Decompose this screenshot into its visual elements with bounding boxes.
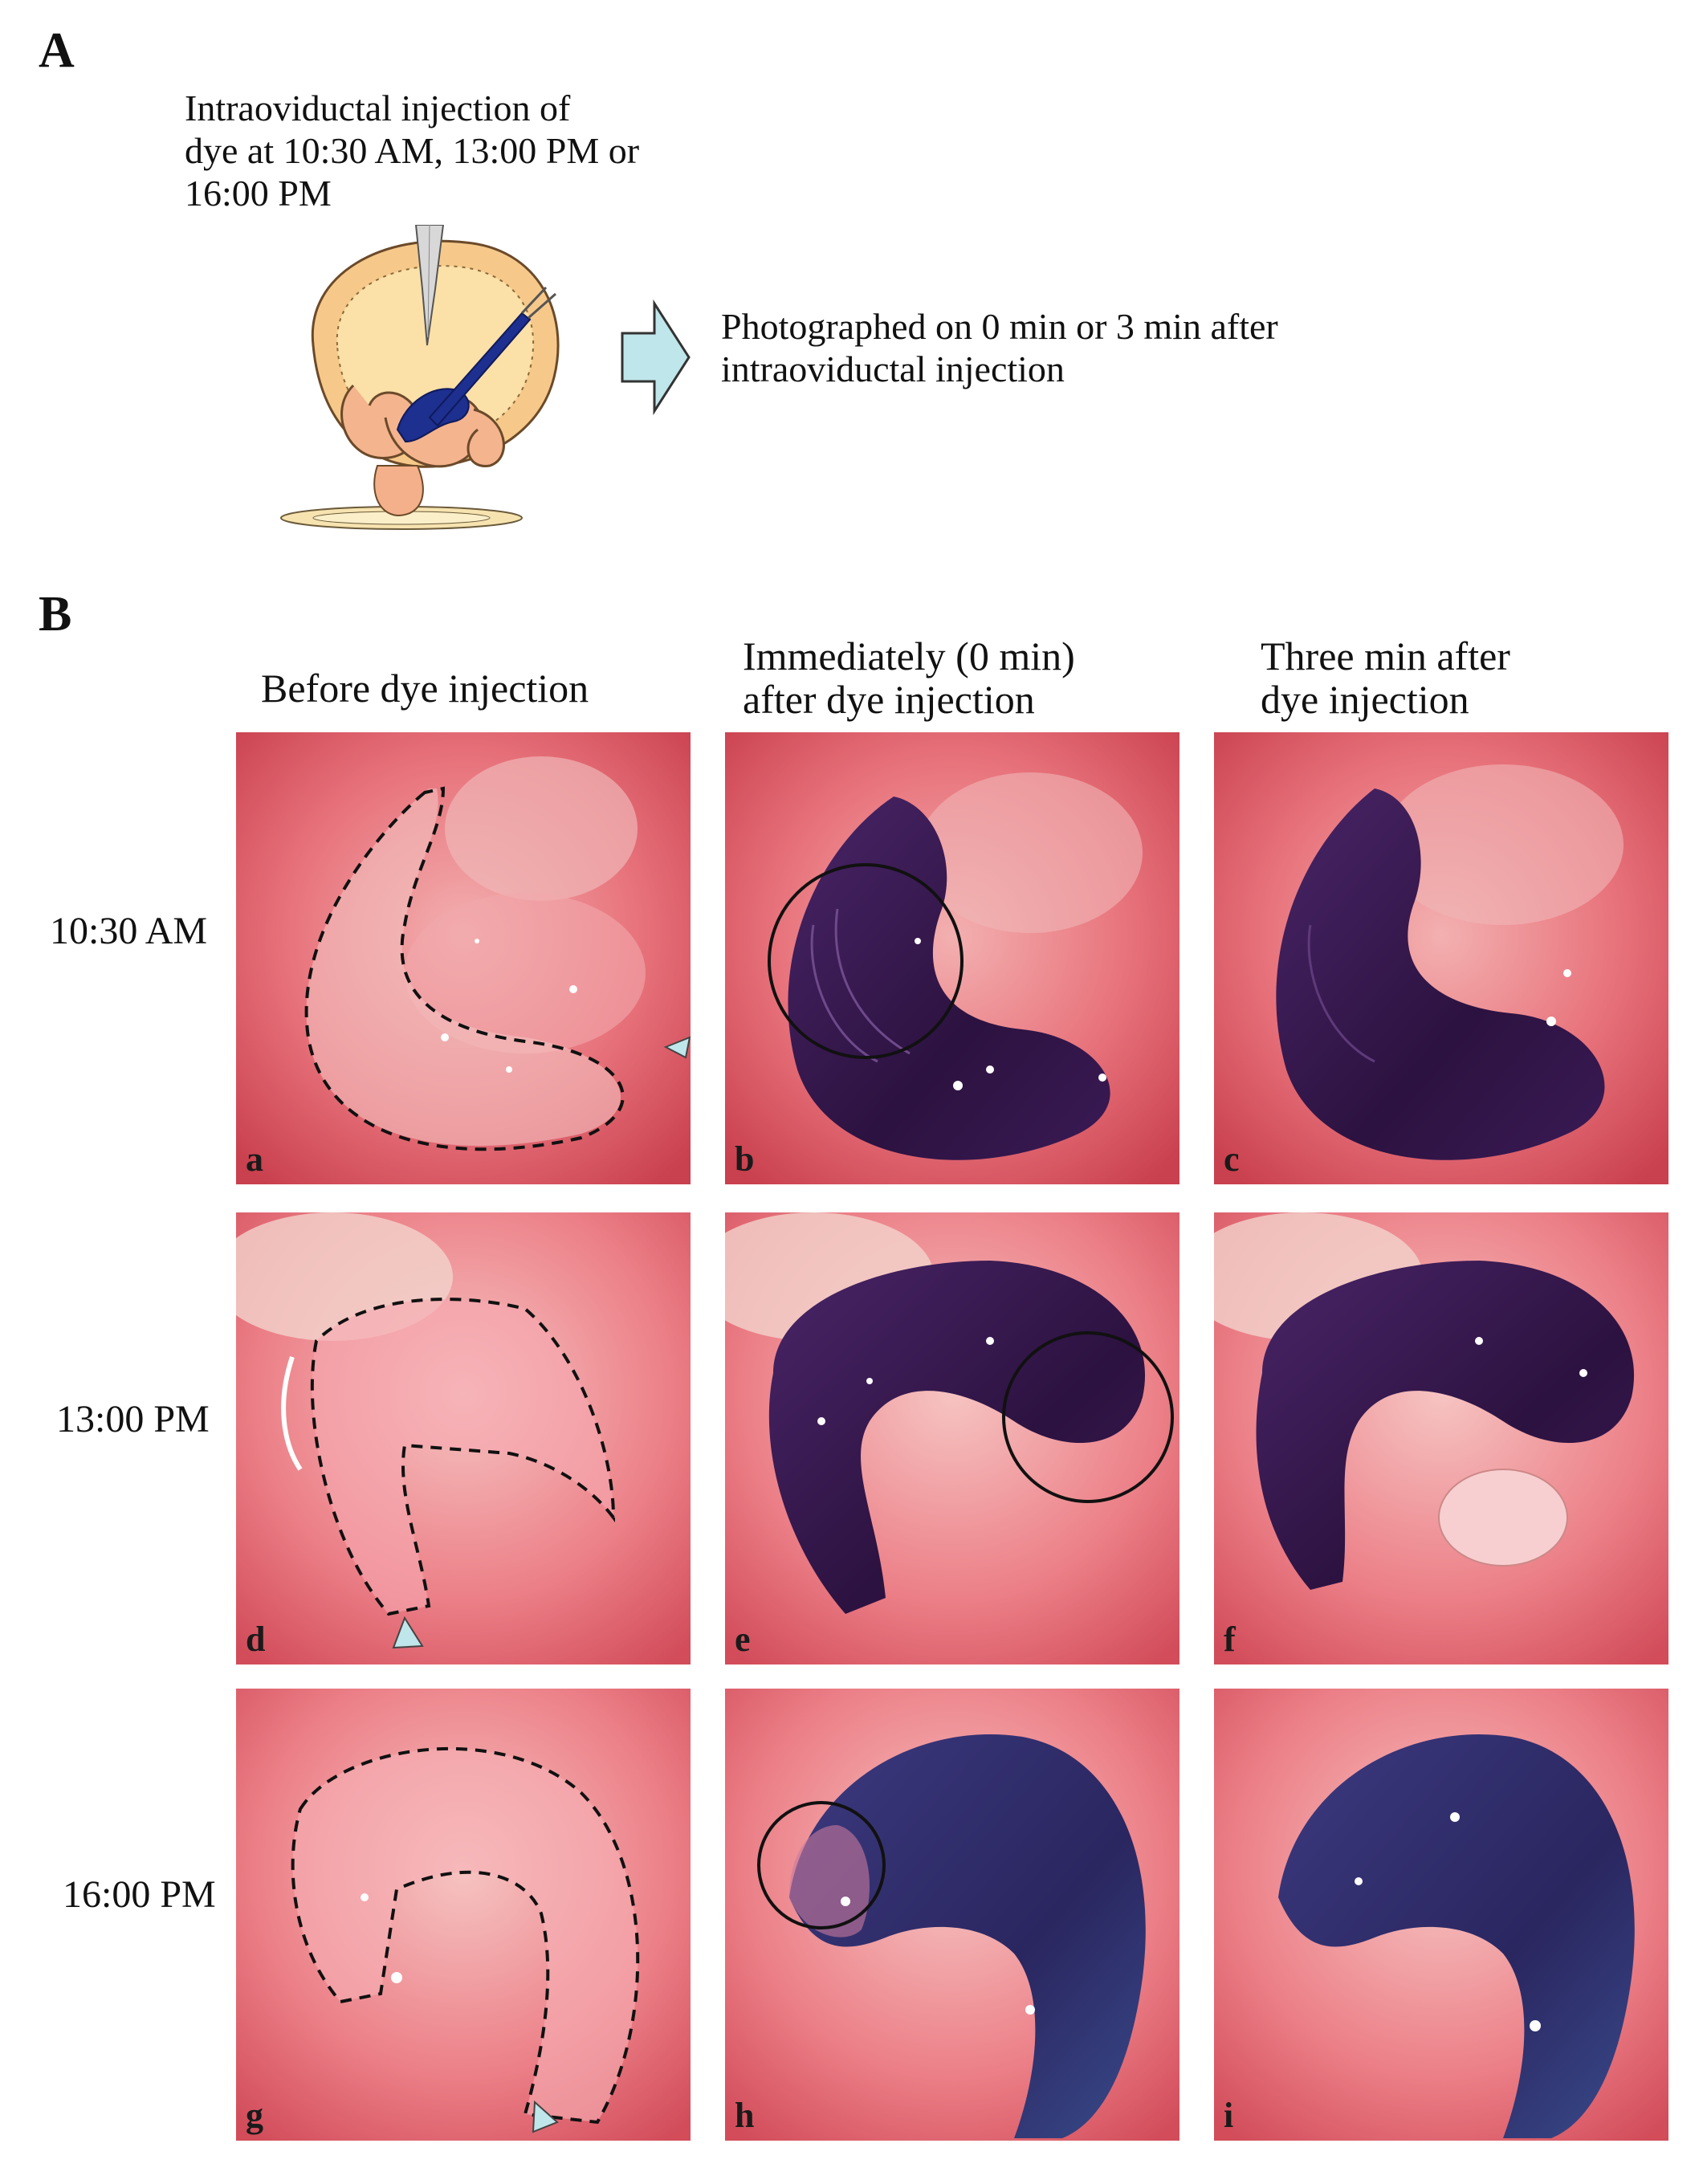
photograph-caption-line-2: intraoviductal injection bbox=[721, 348, 1065, 389]
photo-c: c bbox=[1214, 732, 1668, 1184]
subpanel-label-g: g bbox=[246, 2096, 263, 2135]
injection-illustration bbox=[257, 224, 610, 530]
column-header-three-min: Three min after dye injection bbox=[1261, 634, 1510, 721]
column-header-before: Before dye injection bbox=[261, 666, 589, 710]
subpanel-label-c: c bbox=[1224, 1139, 1240, 1179]
right-arrow-icon bbox=[618, 297, 695, 418]
column-header-three-min-line-2: dye injection bbox=[1261, 677, 1469, 722]
photo-e: e bbox=[725, 1212, 1179, 1664]
column-header-immediately-line-2: after dye injection bbox=[743, 677, 1035, 722]
photo-d: d bbox=[236, 1212, 691, 1664]
photograph-caption: Photographed on 0 min or 3 min after int… bbox=[721, 305, 1278, 390]
row-label-1300: 13:00 PM bbox=[56, 1398, 210, 1440]
subpanel-label-b: b bbox=[735, 1139, 755, 1179]
row-label-1030: 10:30 AM bbox=[50, 910, 208, 952]
injection-caption-line-1: Intraoviductal injection of bbox=[185, 88, 571, 128]
photo-f: f bbox=[1214, 1212, 1668, 1664]
panel-a-letter: A bbox=[39, 23, 75, 78]
column-header-before-line-1: Before dye injection bbox=[261, 666, 589, 711]
column-header-immediately-line-1: Immediately (0 min) bbox=[743, 634, 1075, 678]
subpanel-label-f: f bbox=[1224, 1620, 1236, 1659]
subpanel-label-e: e bbox=[735, 1620, 751, 1659]
subpanel-label-a: a bbox=[246, 1139, 263, 1179]
photo-b: b bbox=[725, 732, 1179, 1184]
column-header-immediately: Immediately (0 min) after dye injection bbox=[743, 634, 1075, 721]
photo-h: h bbox=[725, 1689, 1179, 2141]
subpanel-label-h: h bbox=[735, 2096, 755, 2135]
injection-caption-line-2: dye at 10:30 AM, 13:00 PM or bbox=[185, 130, 640, 171]
column-header-three-min-line-1: Three min after bbox=[1261, 634, 1510, 678]
photo-g: g bbox=[236, 1689, 691, 2141]
row-label-1600: 16:00 PM bbox=[63, 1873, 216, 1916]
injection-caption-line-3: 16:00 PM bbox=[185, 173, 332, 214]
injection-caption: Intraoviductal injection of dye at 10:30… bbox=[185, 87, 639, 214]
subpanel-label-d: d bbox=[246, 1620, 266, 1659]
subpanel-label-i: i bbox=[1224, 2096, 1234, 2135]
panel-b-letter: B bbox=[39, 587, 72, 642]
photograph-caption-line-1: Photographed on 0 min or 3 min after bbox=[721, 306, 1278, 347]
photo-i: i bbox=[1214, 1689, 1668, 2141]
photo-a: a bbox=[236, 732, 691, 1184]
